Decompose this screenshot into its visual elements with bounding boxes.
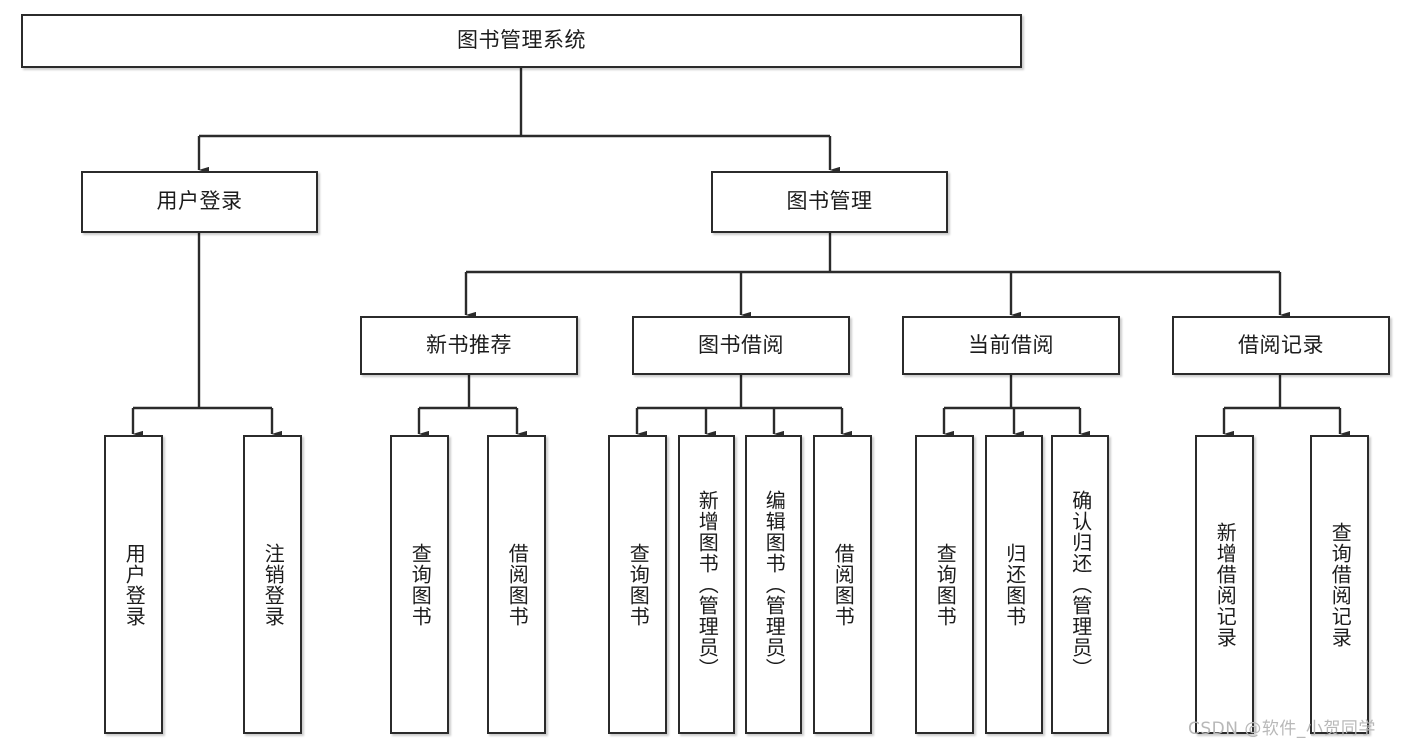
node-book-manage-label: 图书管理 (786, 189, 873, 214)
node-leaf-edit-book-admin[interactable]: 编辑图书（管理员） (745, 435, 802, 734)
node-leaf-confirm-return-admin-label: 确认归还（管理员） (1068, 490, 1093, 679)
node-leaf-borrow-book-rec[interactable]: 借阅图书 (487, 435, 546, 734)
node-leaf-user-logout-label: 注销登录 (261, 542, 286, 627)
node-new-book-recommend-label: 新书推荐 (426, 332, 512, 357)
node-user-login[interactable]: 用户登录 (81, 171, 318, 233)
node-leaf-return-book-label: 归还图书 (1002, 542, 1027, 627)
csdn-watermark: CSDN @软件_小贺同学 (1188, 719, 1376, 739)
node-current-borrow[interactable]: 当前借阅 (902, 316, 1120, 375)
node-new-book-recommend[interactable]: 新书推荐 (360, 316, 578, 375)
node-leaf-query-book-cur-label: 查询图书 (933, 542, 958, 627)
node-leaf-return-book[interactable]: 归还图书 (985, 435, 1043, 734)
node-leaf-borrow-book-rec-label: 借阅图书 (505, 542, 530, 627)
node-leaf-borrow-book-label: 借阅图书 (831, 542, 856, 627)
node-user-login-label: 用户登录 (156, 189, 243, 214)
node-book-manage[interactable]: 图书管理 (711, 171, 948, 233)
node-leaf-query-book-rec-label: 查询图书 (408, 542, 433, 627)
node-leaf-query-borrow-record-label: 查询借阅记录 (1328, 521, 1353, 648)
node-leaf-user-logout[interactable]: 注销登录 (243, 435, 302, 734)
node-leaf-confirm-return-admin[interactable]: 确认归还（管理员） (1051, 435, 1109, 734)
node-book-borrow-label: 图书借阅 (698, 332, 784, 357)
node-leaf-query-book-cur[interactable]: 查询图书 (915, 435, 974, 734)
node-leaf-add-borrow-record-label: 新增借阅记录 (1213, 521, 1238, 648)
node-leaf-add-book-admin-label: 新增图书（管理员） (695, 490, 720, 679)
node-leaf-query-borrow-record[interactable]: 查询借阅记录 (1310, 435, 1369, 734)
node-root[interactable]: 图书管理系统 (21, 14, 1022, 68)
node-leaf-query-book-rec[interactable]: 查询图书 (390, 435, 449, 734)
node-leaf-edit-book-admin-label: 编辑图书（管理员） (762, 490, 787, 679)
node-leaf-user-login-label: 用户登录 (122, 542, 147, 627)
node-leaf-query-book-borrow-label: 查询图书 (626, 542, 651, 627)
node-leaf-user-login[interactable]: 用户登录 (104, 435, 163, 734)
node-leaf-query-book-borrow[interactable]: 查询图书 (608, 435, 667, 734)
node-leaf-add-borrow-record[interactable]: 新增借阅记录 (1195, 435, 1254, 734)
node-borrow-record-label: 借阅记录 (1238, 332, 1324, 357)
node-leaf-add-book-admin[interactable]: 新增图书（管理员） (678, 435, 735, 734)
node-borrow-record[interactable]: 借阅记录 (1172, 316, 1390, 375)
node-current-borrow-label: 当前借阅 (968, 332, 1054, 357)
node-book-borrow[interactable]: 图书借阅 (632, 316, 850, 375)
node-root-label: 图书管理系统 (457, 28, 586, 53)
node-leaf-borrow-book[interactable]: 借阅图书 (813, 435, 872, 734)
